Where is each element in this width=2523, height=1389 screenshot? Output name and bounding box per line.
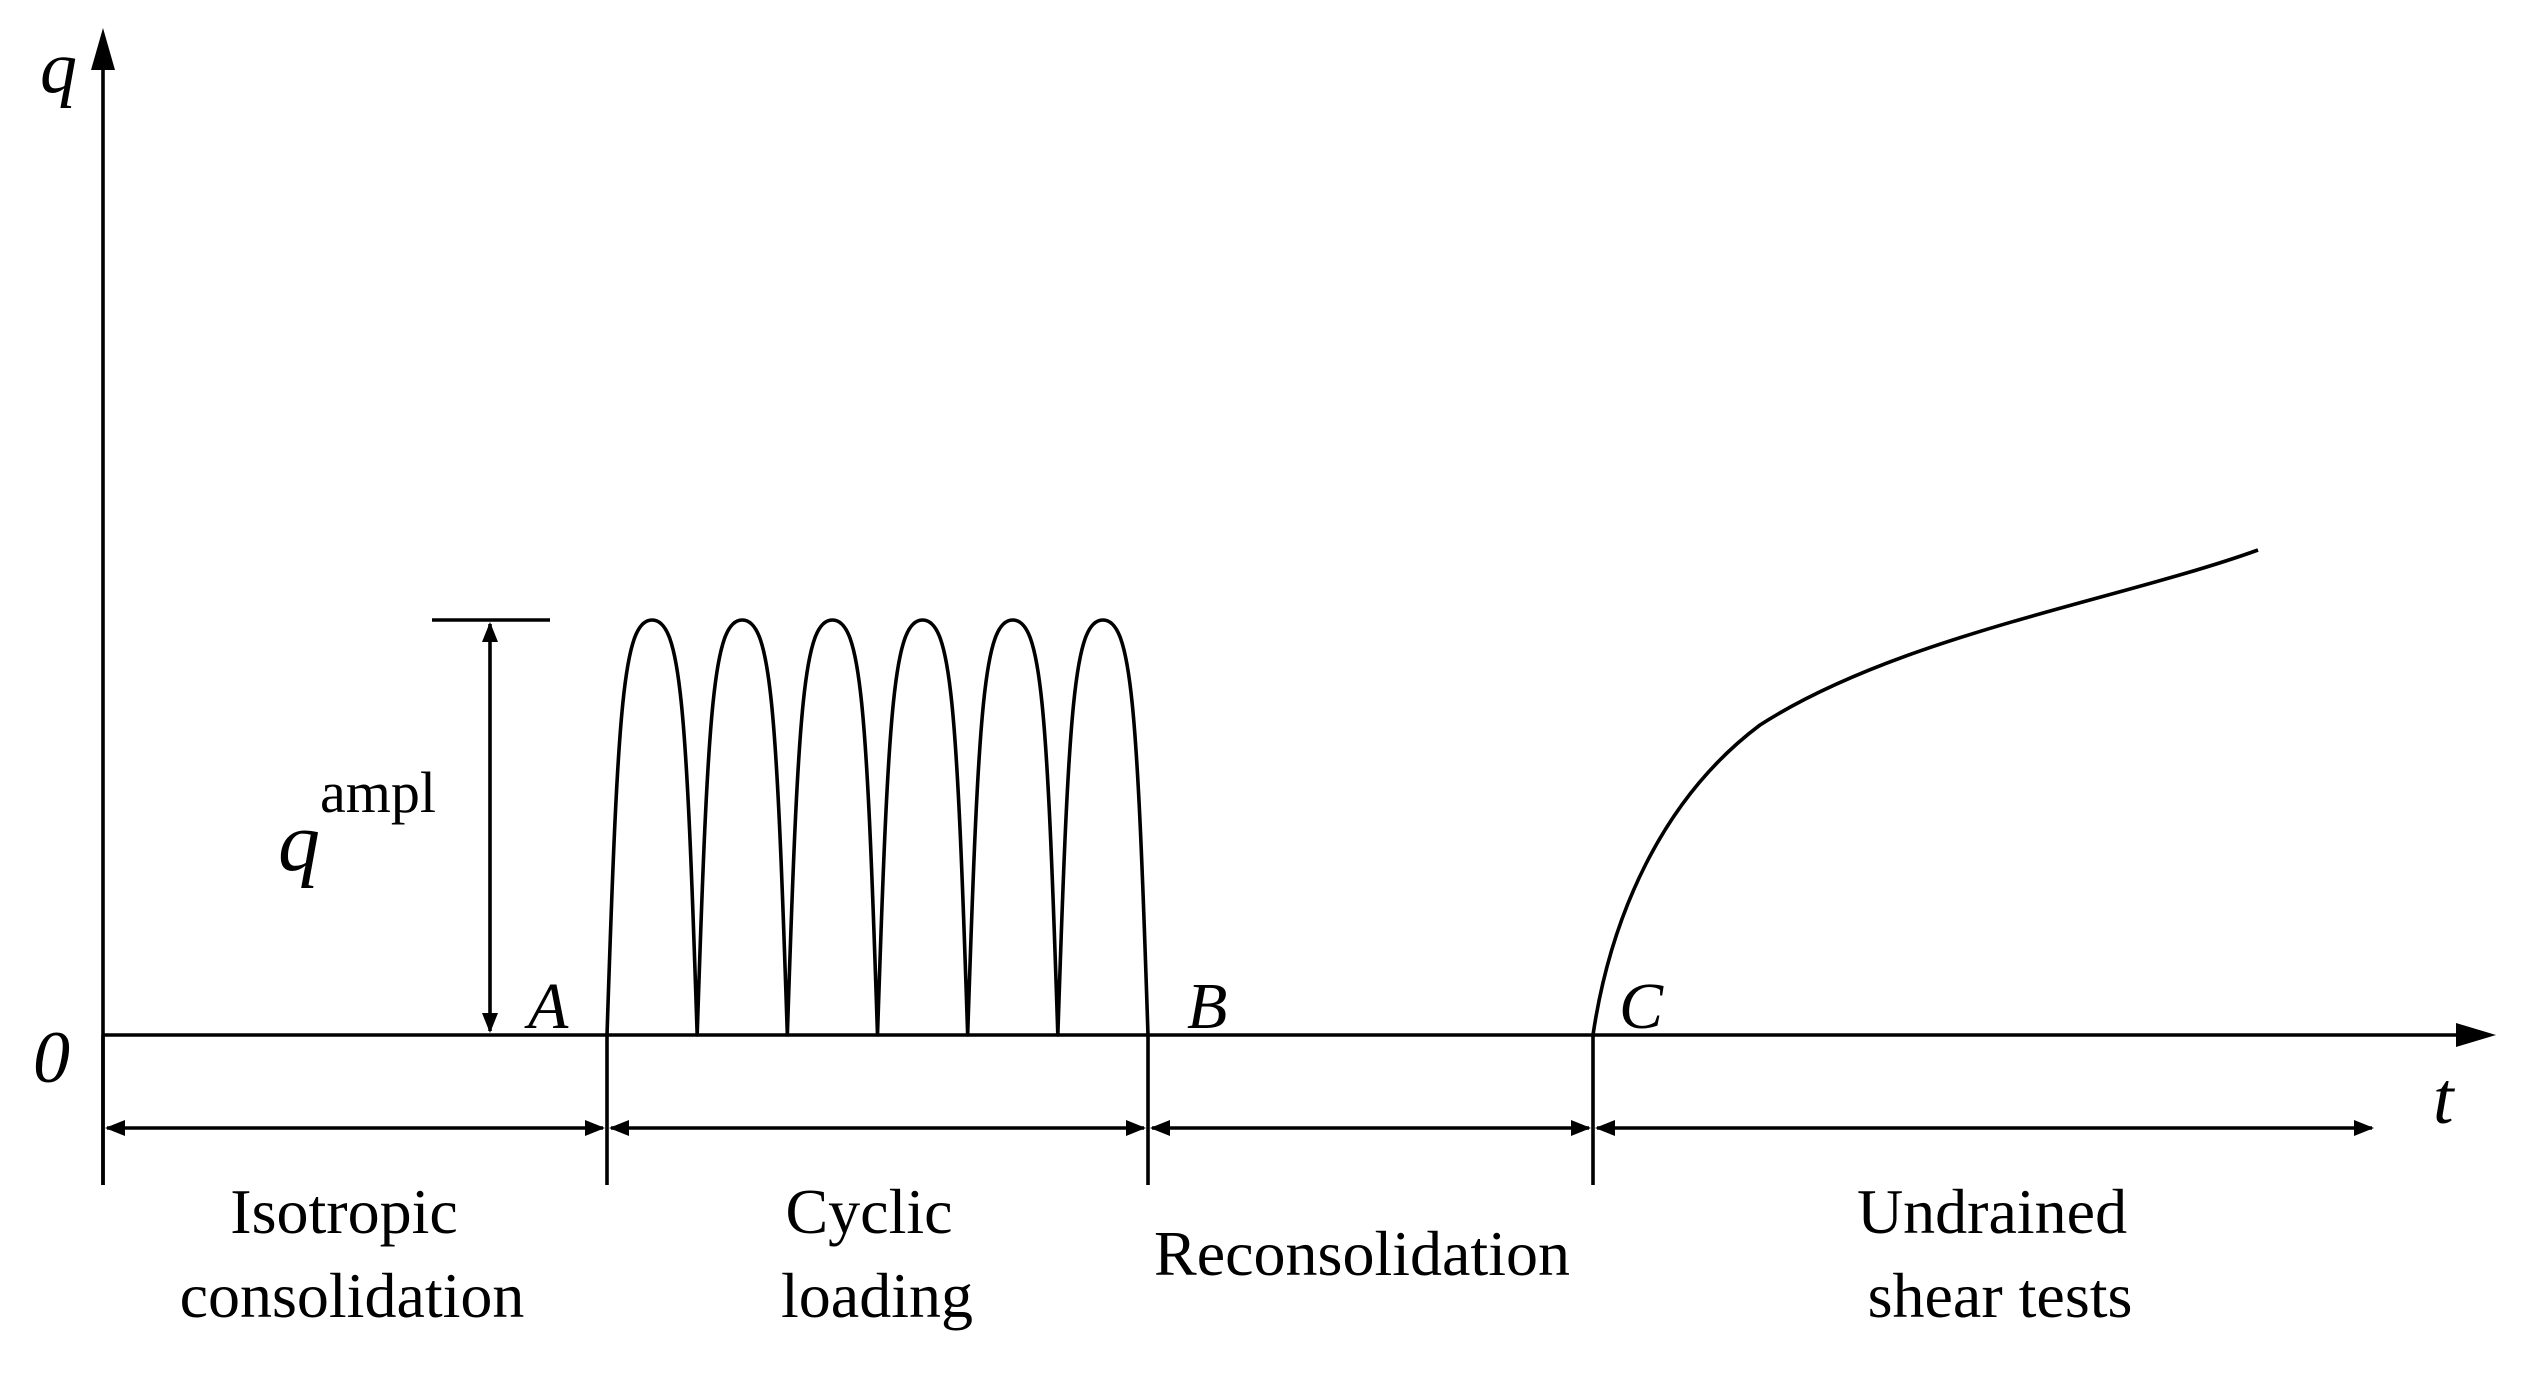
phase-label-line: loading [781,1260,973,1331]
phase-label-line: Reconsolidation [1154,1218,1570,1289]
phase-label-isotropic-consolidation: Isotropic consolidation [180,1176,525,1331]
point-a-label: A [524,970,569,1043]
phase-label-line: Undrained [1857,1176,2127,1247]
cyclic-loading-curve [605,618,1150,1037]
amplitude-symbol: q [278,796,320,889]
phase-label-undrained-shear-tests: Undrained shear tests [1857,1176,2143,1331]
phase-label-reconsolidation: Reconsolidation [1154,1218,1570,1289]
amplitude-superscript: ampl [320,760,436,825]
phase-label-line: Cyclic [785,1176,952,1247]
amplitude-label: qampl [278,760,436,889]
y-axis-label: q [40,27,77,109]
undrained-shear-curve [1591,548,2259,1036]
point-b-label: B [1187,970,1227,1043]
phase-label-line: consolidation [180,1260,525,1331]
origin-label: 0 [33,1017,70,1099]
point-c-label: C [1619,970,1664,1043]
y-axis-arrowhead [91,28,115,70]
x-axis-arrowhead [2456,1023,2496,1047]
phase-label-line: Isotropic [230,1176,458,1247]
phase-label-cyclic-loading: Cyclic loading [781,1176,973,1331]
x-axis-label: t [2433,1058,2456,1140]
phase-label-line: shear tests [1868,1260,2133,1331]
